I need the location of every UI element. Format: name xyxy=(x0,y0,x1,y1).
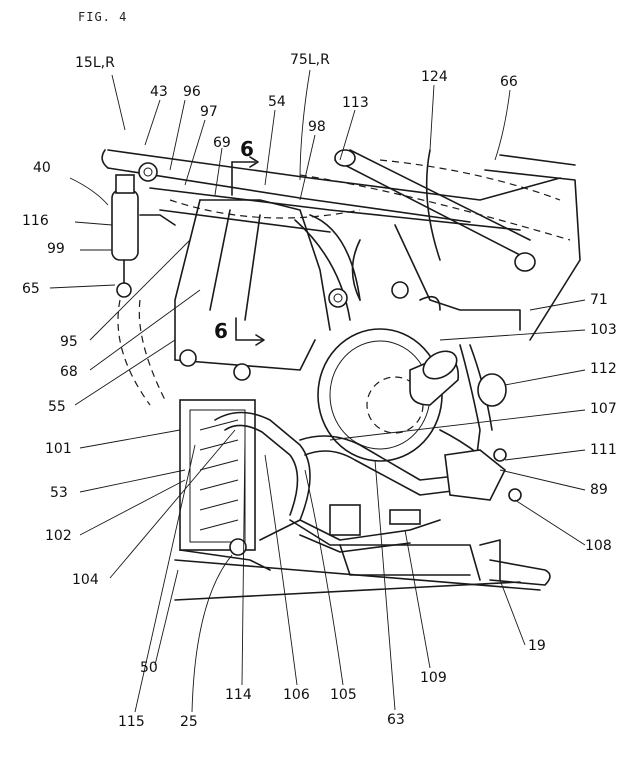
engine-body xyxy=(174,199,521,371)
label-54: 54 xyxy=(268,94,286,110)
label-89: 89 xyxy=(590,482,608,498)
label-96: 96 xyxy=(183,84,201,100)
label-104: 104 xyxy=(72,572,99,588)
label-69: 69 xyxy=(213,135,231,151)
label-53: 53 xyxy=(50,485,68,501)
label-114: 114 xyxy=(225,687,252,703)
label-19: 19 xyxy=(528,638,546,654)
label-106: 106 xyxy=(283,687,310,703)
label-115: 115 xyxy=(118,714,145,730)
label-68: 68 xyxy=(60,364,78,380)
label-124: 124 xyxy=(421,69,448,85)
label-109: 109 xyxy=(420,670,447,686)
callout-labels: 15L,R 43 96 97 54 75L,R 113 124 66 40 69… xyxy=(22,52,617,730)
label-111: 111 xyxy=(590,442,617,458)
label-95: 95 xyxy=(60,334,78,350)
figure-title: FIG. 4 xyxy=(78,10,128,24)
main-frame-pipes xyxy=(101,149,581,341)
label-103: 103 xyxy=(590,322,617,338)
label-15lr: 15L,R xyxy=(75,55,115,71)
label-40: 40 xyxy=(33,160,51,176)
label-66: 66 xyxy=(500,74,518,90)
section-label-top: 6 xyxy=(240,137,254,161)
label-101: 101 xyxy=(45,441,72,457)
label-108: 108 xyxy=(585,538,612,554)
label-97: 97 xyxy=(200,104,218,120)
label-102: 102 xyxy=(45,528,72,544)
label-55: 55 xyxy=(48,399,66,415)
coolant-hoses xyxy=(214,344,522,553)
label-71: 71 xyxy=(590,292,608,308)
label-43: 43 xyxy=(150,84,168,100)
label-50: 50 xyxy=(140,660,158,676)
shock-absorber xyxy=(111,162,176,406)
label-99: 99 xyxy=(47,241,65,257)
label-112: 112 xyxy=(590,361,617,377)
label-63: 63 xyxy=(387,712,405,728)
label-116: 116 xyxy=(22,213,49,229)
label-75lr: 75L,R xyxy=(290,52,330,68)
label-105: 105 xyxy=(330,687,357,703)
oil-pan xyxy=(289,504,551,586)
label-107: 107 xyxy=(590,401,617,417)
section-marker-bottom: 6 xyxy=(214,317,265,346)
crankcase-cover xyxy=(317,328,460,462)
label-65: 65 xyxy=(22,281,40,297)
label-113: 113 xyxy=(342,95,369,111)
section-label-bottom: 6 xyxy=(214,319,228,343)
section-marker-top: 6 xyxy=(231,137,259,196)
label-25: 25 xyxy=(180,714,198,730)
label-98: 98 xyxy=(308,119,326,135)
leader-lines xyxy=(49,69,586,713)
